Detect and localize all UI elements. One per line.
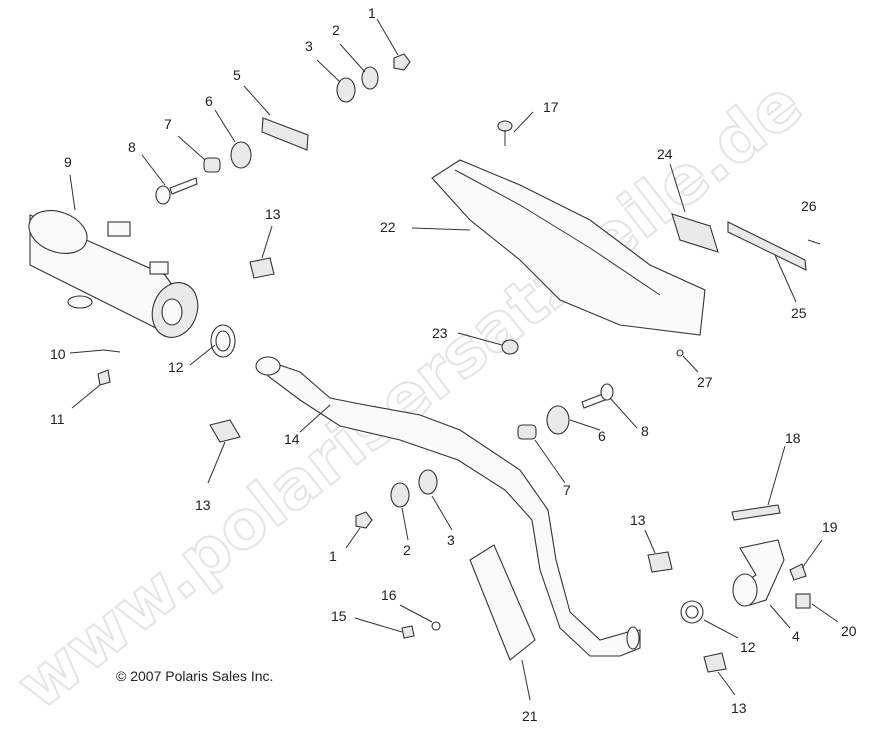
callout-21: 21 [522, 708, 538, 724]
heat-shield-upper [431, 159, 706, 336]
callout-27: 27 [697, 374, 713, 390]
callout-12: 12 [168, 359, 184, 375]
callout-7: 7 [164, 116, 172, 132]
callout-2: 2 [332, 22, 340, 38]
spring-c [647, 551, 673, 573]
callout-13: 13 [195, 497, 211, 513]
spring-d [703, 652, 727, 673]
washer-lower-3 [418, 469, 438, 495]
cap-23 [501, 339, 519, 355]
callout-2: 2 [403, 542, 411, 558]
washer-top-3 [336, 77, 356, 103]
callout-8: 8 [641, 423, 649, 439]
callout-6: 6 [205, 93, 213, 109]
callout-24: 24 [657, 146, 673, 162]
callout-6: 6 [598, 428, 606, 444]
washer-top-2 [361, 66, 379, 90]
clip-20 [795, 593, 811, 609]
callout-19: 19 [822, 519, 838, 535]
callout-1: 1 [368, 5, 376, 21]
callout-15: 15 [331, 608, 347, 624]
shield-plate-24 [671, 213, 719, 253]
pin-10 [103, 349, 121, 353]
callout-3: 3 [305, 38, 313, 54]
callout-22: 22 [380, 219, 396, 235]
callout-12: 12 [740, 639, 756, 655]
callout-14: 14 [284, 431, 300, 447]
callout-13: 13 [731, 700, 747, 716]
copyright-notice: © 2007 Polaris Sales Inc. [116, 668, 273, 684]
leader-lines [69, 18, 839, 701]
callout-25: 25 [791, 305, 807, 321]
bolt-lower [581, 383, 614, 409]
screw-26 [807, 239, 821, 245]
gasket-18 [731, 504, 781, 521]
bolt-17 [497, 120, 513, 146]
callout-labels: 1 2 3 5 6 7 8 9 13 10 11 12 13 14 17 22 … [50, 5, 857, 724]
elbow-pipe-4 [732, 539, 785, 607]
callout-17: 17 [543, 99, 559, 115]
callout-13: 13 [630, 512, 646, 528]
callout-8: 8 [128, 139, 136, 155]
heat-shield-lower [469, 544, 536, 661]
spring-b [209, 419, 241, 443]
spacer-lower [517, 424, 537, 440]
callout-5: 5 [233, 67, 241, 83]
washer-lower-2 [390, 482, 410, 508]
head-pipe [255, 356, 641, 657]
callout-1: 1 [329, 548, 337, 564]
callout-20: 20 [841, 623, 857, 639]
callout-13: 13 [265, 206, 281, 222]
grommet-lower [546, 405, 570, 435]
muffler [28, 210, 199, 338]
callout-26: 26 [801, 198, 817, 214]
callout-23: 23 [432, 325, 448, 341]
bolt-upper [155, 177, 198, 205]
nut-lower-1 [355, 511, 373, 529]
callout-7: 7 [563, 482, 571, 498]
callout-10: 10 [50, 346, 66, 362]
washer-16 [431, 621, 441, 631]
strap-25 [727, 221, 807, 271]
callout-18: 18 [785, 430, 801, 446]
nut-top-1 [393, 53, 411, 71]
callout-4: 4 [792, 628, 800, 644]
gasket-lower-inner [685, 605, 699, 619]
screw-15 [401, 625, 415, 639]
clip-11 [97, 369, 111, 386]
gasket-upper-inner [215, 330, 231, 352]
grommet-upper [230, 141, 252, 169]
washer-27 [676, 349, 684, 357]
callout-16: 16 [381, 587, 397, 603]
callout-11: 11 [50, 411, 65, 427]
spring-a [249, 257, 275, 279]
watermark: www.polarisersatzteile.de [2, 65, 816, 724]
callout-9: 9 [64, 154, 72, 170]
spacer-upper [203, 157, 221, 173]
callout-3: 3 [447, 532, 455, 548]
bracket-plate [261, 117, 309, 151]
